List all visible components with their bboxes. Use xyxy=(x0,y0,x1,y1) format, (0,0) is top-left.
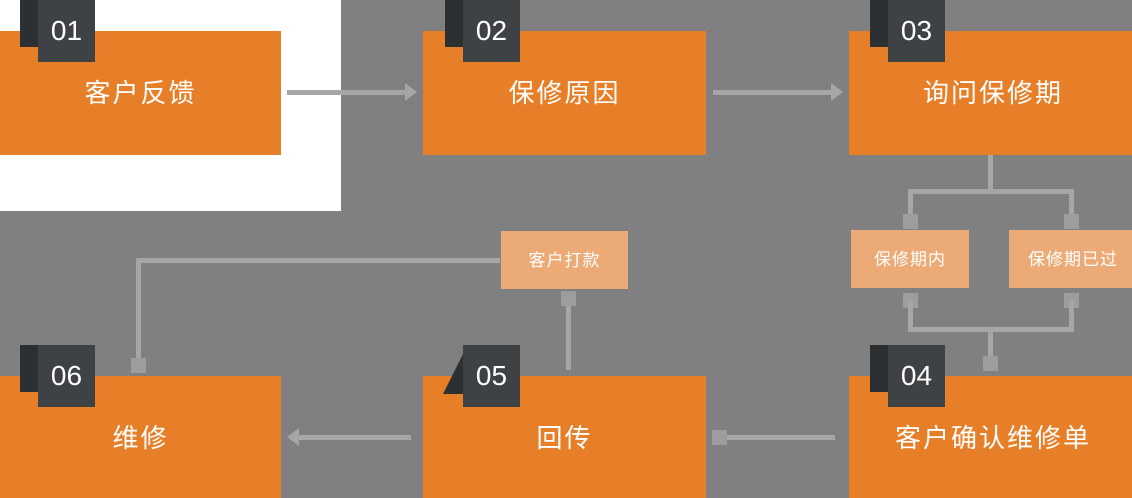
step-box-06-label: 维修 xyxy=(112,423,169,453)
badge-fold-04-icon xyxy=(870,345,892,392)
step-badge-03: 03 xyxy=(888,0,945,62)
step-badge-05: 05 xyxy=(463,345,520,407)
step-badge-05-number: 05 xyxy=(475,360,508,391)
step-badge-02: 02 xyxy=(463,0,520,62)
step-box-01-label: 客户反馈 xyxy=(84,78,197,108)
badge-fold-01-icon xyxy=(20,0,42,47)
connector-step05-to-step06 xyxy=(299,435,411,440)
connector-terminator-branch-right xyxy=(1064,214,1079,229)
step-box-03-label: 询问保修期 xyxy=(922,78,1063,108)
connector-merge-right-riser xyxy=(1069,300,1074,331)
step-badge-06: 06 xyxy=(38,345,95,407)
connector-terminator-step04-top xyxy=(983,356,998,371)
badge-fold-02-icon xyxy=(445,0,467,47)
arrow-head-step05-to-step06-icon xyxy=(287,428,299,446)
connector-merge-to-step04 xyxy=(988,327,993,359)
step-badge-02-number: 02 xyxy=(475,15,508,46)
connector-step02-to-step03 xyxy=(713,90,831,95)
connector-branch-left-drop xyxy=(908,189,913,216)
step-badge-03-number: 03 xyxy=(900,15,933,46)
branch-box-in-warranty[interactable]: 保修期内 xyxy=(851,230,969,288)
branch-box-out-of-warranty-label: 保修期已过 xyxy=(1028,249,1118,269)
connector-step04-to-step05 xyxy=(715,435,835,440)
connector-step05-to-payment xyxy=(566,297,571,370)
connector-terminator-step04-to-step05 xyxy=(712,430,727,445)
step-badge-04: 04 xyxy=(888,345,945,407)
badge-fold-03-icon xyxy=(870,0,892,47)
step-badge-06-number: 06 xyxy=(50,360,83,391)
step-box-04-label: 客户确认维修单 xyxy=(894,423,1091,453)
connector-terminator-branch-left xyxy=(903,214,918,229)
aux-box-customer-payment-label: 客户打款 xyxy=(528,250,601,270)
aux-box-customer-payment[interactable]: 客户打款 xyxy=(501,231,628,289)
arrow-head-step01-to-step02-icon xyxy=(405,83,417,101)
connector-step03-branch-stem xyxy=(988,155,993,191)
badge-fold-06-icon xyxy=(20,345,42,392)
arrow-head-step02-to-step03-icon xyxy=(831,83,843,101)
branch-box-in-warranty-label: 保修期内 xyxy=(874,249,946,269)
connector-payment-to-step06-bar xyxy=(136,258,500,263)
connector-terminator-payment-bottom xyxy=(561,291,576,306)
step-badge-01: 01 xyxy=(38,0,95,62)
connector-step01-to-step02 xyxy=(287,90,405,95)
connector-branch-right-drop xyxy=(1069,189,1074,216)
step-box-01[interactable]: 客户反馈 xyxy=(0,31,281,155)
connector-merge-left-riser xyxy=(908,300,913,331)
step-badge-01-number: 01 xyxy=(50,15,83,46)
step-box-02-label: 保修原因 xyxy=(508,78,621,108)
step-box-05-label: 回传 xyxy=(536,423,593,453)
connector-branch-split-bar xyxy=(908,189,1074,194)
connector-payment-to-step06-drop xyxy=(136,258,141,362)
branch-box-out-of-warranty[interactable]: 保修期已过 xyxy=(1009,230,1132,288)
connector-terminator-step06-top xyxy=(131,358,146,373)
step-badge-04-number: 04 xyxy=(900,360,933,391)
